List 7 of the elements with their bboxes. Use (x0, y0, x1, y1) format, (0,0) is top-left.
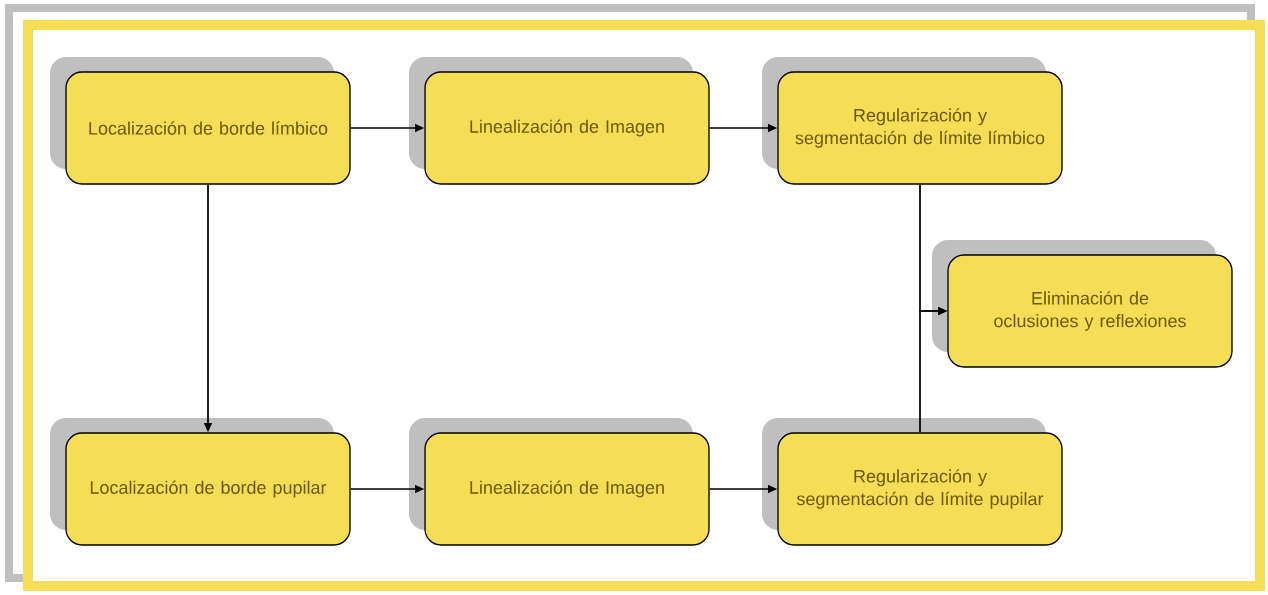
process-box: Regularización y segmentación de límite pupilar (777, 432, 1063, 546)
process-box: Localización de borde límbico (65, 71, 351, 185)
process-box: Localización de borde pupilar (65, 432, 351, 546)
process-box: Eliminación de oclusiones y reflexiones (947, 254, 1233, 368)
process-box: Regularización y segmentación de límite límbico (777, 71, 1063, 185)
process-box: Linealización de Imagen (424, 432, 710, 546)
process-box: Linealización de Imagen (424, 71, 710, 185)
